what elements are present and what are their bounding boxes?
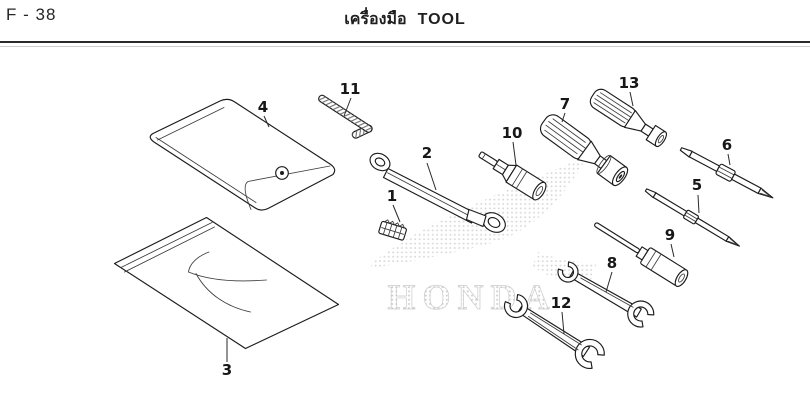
tool-1-clip xyxy=(378,219,407,241)
header-rule-shadow xyxy=(0,45,810,47)
tool-11-hex-wrench xyxy=(318,94,373,139)
header-rule xyxy=(0,41,810,44)
part-label-9: 9 xyxy=(665,226,675,244)
tool-9-driver xyxy=(594,222,689,288)
part-label-8: 8 xyxy=(607,254,617,272)
tool-5-screwdriver-bit xyxy=(644,188,741,247)
tool-4-pouch xyxy=(149,98,336,211)
tool-12-wrench xyxy=(503,294,605,369)
honda-wing-icon xyxy=(371,155,588,268)
page-title: เครื่องมือ TOOL xyxy=(0,7,810,32)
tool-2-strap xyxy=(369,152,506,233)
part-label-2: 2 xyxy=(422,144,432,162)
tool-10-spark-plug-socket xyxy=(478,151,547,201)
part-label-3: 3 xyxy=(222,361,232,379)
part-label-13: 13 xyxy=(619,74,640,92)
part-label-6: 6 xyxy=(722,136,732,154)
part-label-12: 12 xyxy=(551,294,572,312)
part-label-1: 1 xyxy=(387,187,397,205)
page-title-thai: เครื่องมือ xyxy=(344,11,407,28)
page-title-en: TOOL xyxy=(417,11,466,28)
part-labels: 1 2 3 4 5 6 7 8 9 10 11 12 13 xyxy=(222,74,732,379)
tool-7-handle xyxy=(539,114,629,187)
part-label-11: 11 xyxy=(340,80,361,98)
part-label-4: 4 xyxy=(258,98,268,116)
part-label-10: 10 xyxy=(502,124,523,142)
part-label-5: 5 xyxy=(692,176,702,194)
tool-8-wrench xyxy=(557,261,655,328)
tool-6-screwdriver-bit xyxy=(679,147,774,199)
page-code: F - 38 xyxy=(6,5,57,24)
leader-lines xyxy=(226,91,731,362)
tool-13-handle xyxy=(589,88,668,148)
part-label-7: 7 xyxy=(560,95,570,113)
tool-3-bag xyxy=(113,216,340,350)
